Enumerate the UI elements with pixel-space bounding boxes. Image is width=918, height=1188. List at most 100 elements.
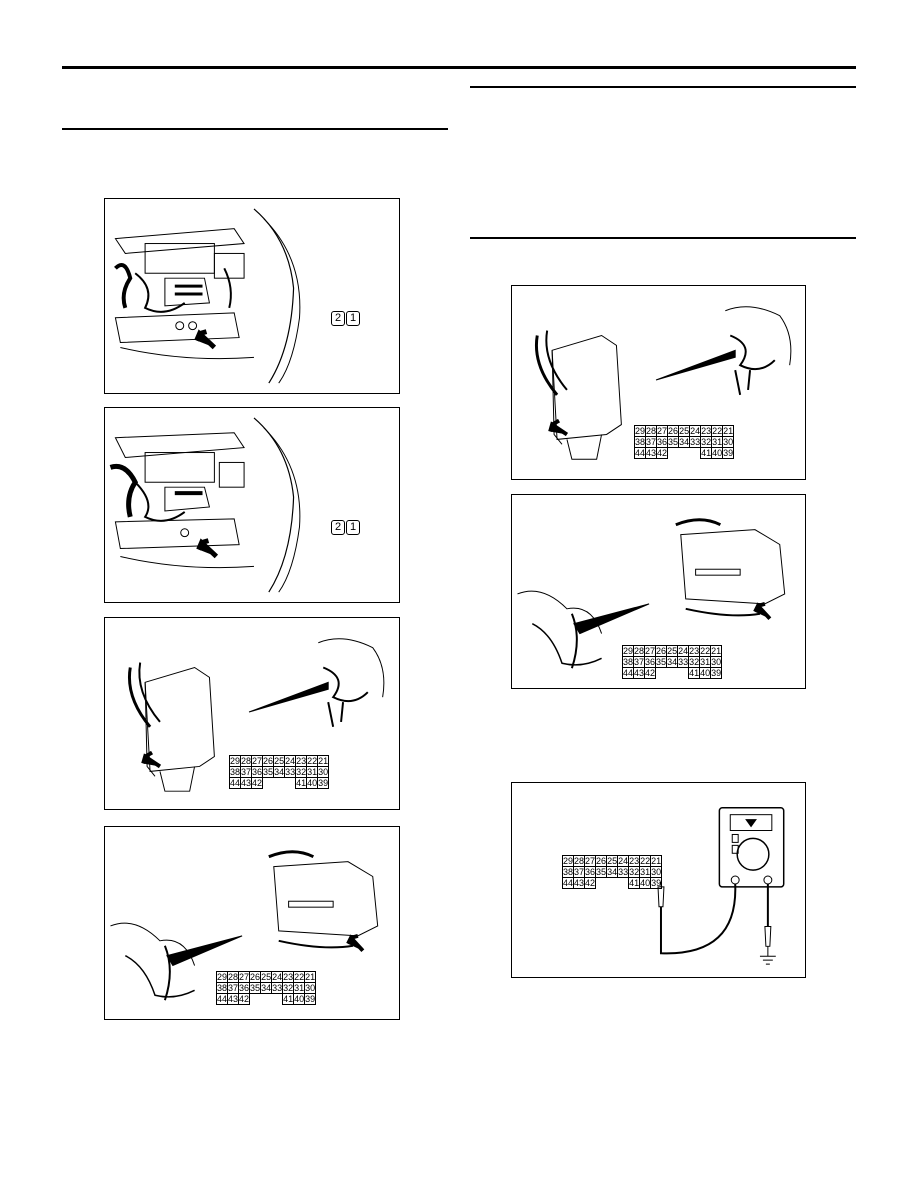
pin-cell: 21: [722, 425, 735, 437]
pin-cell: 23: [628, 855, 641, 867]
pin-cell: [667, 668, 678, 679]
pin-cell: 42: [251, 777, 264, 789]
pin-cell: 30: [650, 866, 663, 878]
pin-cell: 42: [584, 877, 597, 889]
pin-cell: 28: [633, 645, 646, 657]
pin-cell: 40: [711, 447, 724, 459]
pin-cell: 27: [238, 971, 251, 983]
pin-cell: 29: [621, 645, 635, 657]
pin-cell: 42: [656, 447, 669, 459]
pin-cell: 21: [304, 971, 317, 983]
section-rule-left: [62, 128, 448, 130]
pin-cell: 24: [617, 855, 630, 867]
pin-cell: 31: [306, 766, 319, 778]
figure-engine-bay-2: 2 1: [104, 407, 400, 603]
pin-cell: 44: [633, 447, 647, 459]
pin-cell: 38: [228, 766, 242, 778]
pin-cell: 39: [317, 777, 330, 789]
pin-cell: 32: [282, 982, 295, 994]
pin-cell: 26: [667, 425, 680, 437]
figure-engine-bay-1: 2 1: [104, 198, 400, 394]
pin-cell: [274, 778, 285, 789]
pin-cell: 40: [293, 993, 306, 1005]
pin-cell: 25: [606, 855, 619, 867]
pin-cell: 35: [595, 866, 608, 878]
pin-cell: 44: [228, 777, 242, 789]
header-rule: [62, 66, 856, 69]
pin-cell: 41: [700, 447, 713, 459]
pin-cell: 22: [639, 855, 652, 867]
pin-cell: 22: [306, 755, 319, 767]
pin-cell: [263, 778, 274, 789]
pin-cell: 31: [293, 982, 306, 994]
pin-cell: 44: [621, 667, 635, 679]
pin-cell: 29: [228, 755, 242, 767]
pin-cell: 39: [710, 667, 723, 679]
pin-cell: 24: [677, 645, 690, 657]
pin-cell: 32: [628, 866, 641, 878]
pin-cell: [679, 448, 690, 459]
pin-cell: 32: [700, 436, 713, 448]
pin-cell: 26: [262, 755, 275, 767]
pin-cell: 34: [260, 982, 273, 994]
pin-cell: 34: [273, 766, 286, 778]
pin-cell: 39: [650, 877, 663, 889]
pin-cell: 43: [227, 993, 240, 1005]
pin-cell: 28: [227, 971, 240, 983]
pin-cell: 30: [710, 656, 723, 668]
pin-cell: 24: [284, 755, 297, 767]
pin-cell: 40: [639, 877, 652, 889]
pin-cell: 36: [584, 866, 597, 878]
pin-cell: 36: [251, 766, 264, 778]
pin-cell: 36: [644, 656, 657, 668]
pin-cell: 43: [645, 447, 658, 459]
pin-cell: [668, 448, 679, 459]
pin-cell: 21: [710, 645, 723, 657]
pin-cell: 30: [722, 436, 735, 448]
pin-cell: 30: [317, 766, 330, 778]
pin-cell: 35: [249, 982, 262, 994]
pin-cell: 37: [227, 982, 240, 994]
pin-cell: 38: [621, 656, 635, 668]
pin-cell: 23: [700, 425, 713, 437]
pin-cell: 25: [273, 755, 286, 767]
pin-cell: 29: [215, 971, 229, 983]
pin-cell: 38: [633, 436, 647, 448]
pin-cell: 30: [304, 982, 317, 994]
pin-cell: 23: [688, 645, 701, 657]
pin-cell: [656, 668, 667, 679]
pin-cell: [607, 878, 618, 889]
pin-cell: 35: [262, 766, 275, 778]
pin-cell: 23: [295, 755, 308, 767]
pin-cell: 33: [284, 766, 297, 778]
pin-cell: 27: [644, 645, 657, 657]
pin-cell: 43: [633, 667, 646, 679]
pin-cell: 41: [282, 993, 295, 1005]
pin-cell: 32: [295, 766, 308, 778]
pin-cell: 29: [561, 855, 575, 867]
pin-cell: 23: [282, 971, 295, 983]
pin-cell: 25: [666, 645, 679, 657]
badge-pin-right: 1: [346, 311, 360, 326]
pin-cell: 40: [306, 777, 319, 789]
pin-cell: 26: [249, 971, 262, 983]
badge-pin-right: 1: [346, 520, 360, 535]
